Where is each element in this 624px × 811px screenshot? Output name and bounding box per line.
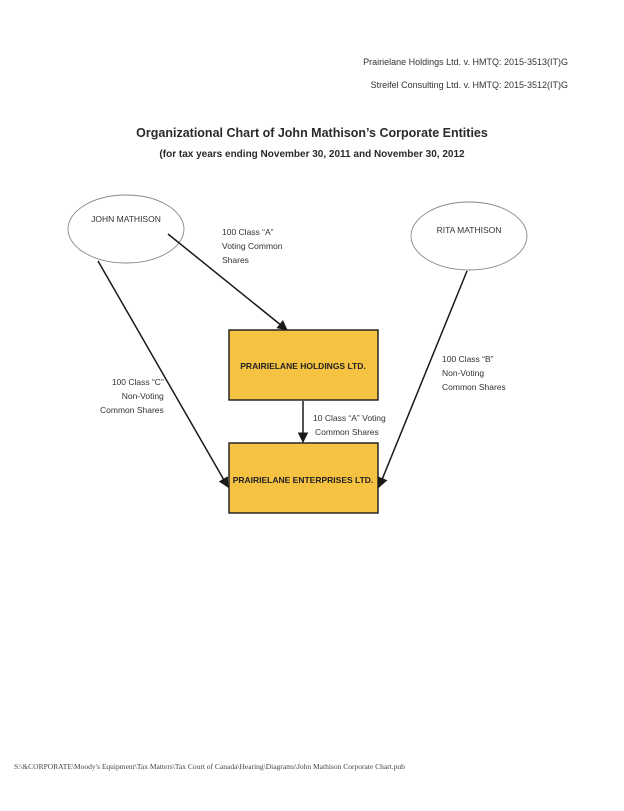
edge-label-line: Voting Common: [222, 241, 283, 251]
edge-label-line: Common Shares: [315, 427, 379, 437]
john-mathison-ellipse: [67, 194, 185, 264]
rita-mathison-label: RITA MATHISON: [437, 225, 502, 235]
arrow-john-to-holdings: [167, 233, 288, 331]
prairielane-holdings-label: PRAIRIELANE HOLDINGS LTD.: [240, 361, 365, 371]
rita-mathison-ellipse: [410, 201, 528, 271]
edge-label-rita-enterprises: 100 Class “B” Non-Voting Common Shares: [442, 352, 506, 394]
file-path-footer: S:\&CORPORATE\Moody's Equipment\Tax Matt…: [14, 762, 405, 771]
edge-label-line: 100 Class “A”: [222, 227, 274, 237]
chart-title: Organizational Chart of John Mathison’s …: [136, 126, 488, 140]
edge-label-line: Shares: [222, 255, 249, 265]
prairielane-enterprises-box: [228, 442, 379, 514]
case-citation-1: Prairielane Holdings Ltd. v. HMTQ: 2015-…: [363, 57, 568, 67]
edge-label-line: Common Shares: [100, 405, 164, 415]
edge-label-line: Non-Voting: [121, 391, 164, 401]
prairielane-holdings-box: [228, 329, 379, 401]
edge-label-line: Non-Voting: [442, 368, 485, 378]
arrow-rita-to-enterprises: [377, 270, 468, 488]
edge-label-holdings-enterprises: 10 Class “A” Voting Common Shares: [313, 411, 386, 439]
edge-label-john-holdings: 100 Class “A” Voting Common Shares: [222, 225, 282, 267]
edge-label-line: Common Shares: [442, 382, 506, 392]
edge-label-john-enterprises: 100 Class “C” Non-Voting Common Shares: [100, 375, 164, 417]
case-citation-2: Streifel Consulting Ltd. v. HMTQ: 2015-3…: [370, 80, 568, 90]
chart-subtitle: (for tax years ending November 30, 2011 …: [159, 149, 465, 160]
prairielane-enterprises-label: PRAIRIELANE ENTERPRISES LTD.: [233, 475, 374, 485]
arrow-john-to-enterprises: [97, 260, 229, 488]
edge-label-line: 10 Class “A” Voting: [313, 413, 386, 423]
john-mathison-label: JOHN MATHISON: [91, 214, 161, 224]
edge-label-line: 100 Class “C”: [111, 377, 164, 387]
edge-label-line: 100 Class “B”: [442, 354, 494, 364]
